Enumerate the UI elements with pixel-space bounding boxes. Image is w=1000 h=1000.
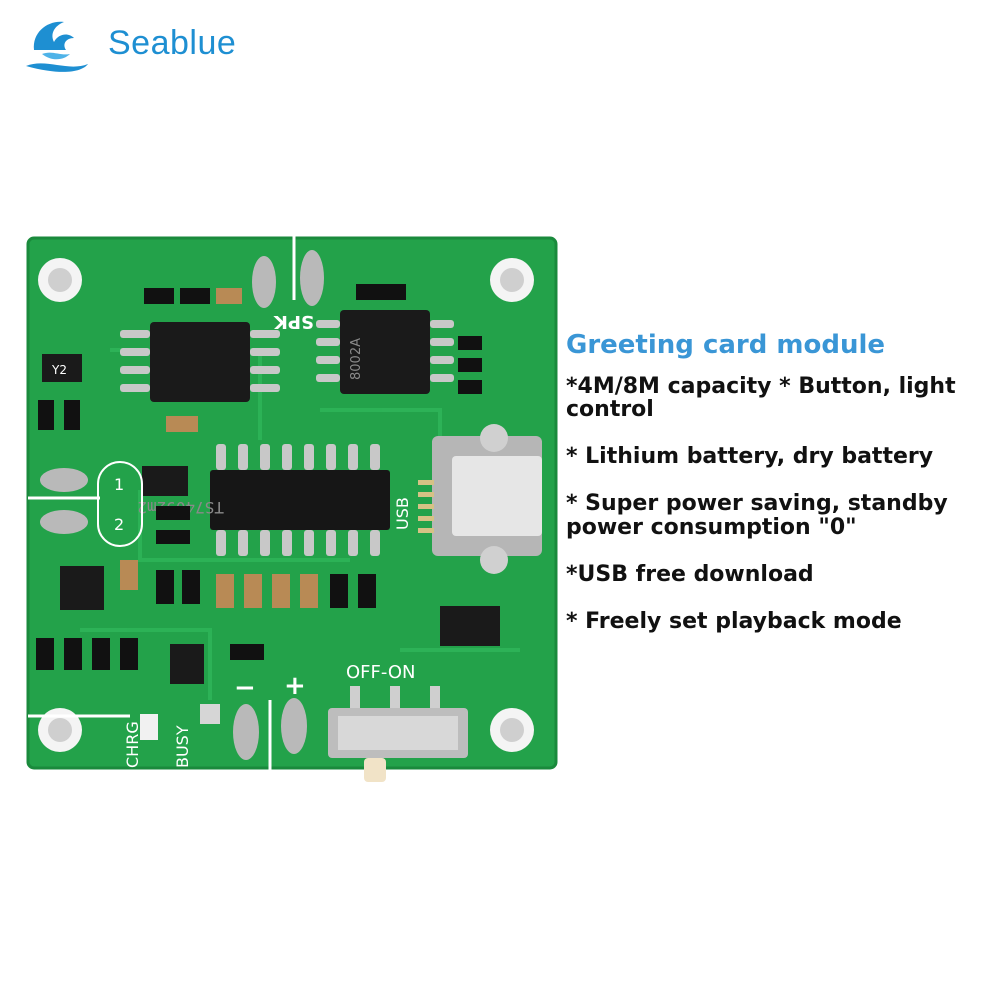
solder-pad [281,698,307,754]
switch-label: OFF-ON [346,662,416,683]
svg-text:Y2: Y2 [51,363,67,377]
smd-components [36,284,482,670]
chip-code-label: 8002A [349,338,364,380]
plus-label: + [284,671,306,701]
brand-name: Seablue [108,24,237,62]
ic-chip-8002a: 8002A [316,310,454,394]
transistor [440,606,500,646]
pcb-board-photo: SPK 8002A [20,230,565,790]
mounting-hole [38,258,82,302]
chrg-label: CHRG [123,721,142,768]
feature-item: * Lithium battery, dry battery [566,444,934,470]
solder-pad [40,510,88,534]
wave-logo-icon [26,21,88,72]
transistor [142,466,188,496]
feature-item: *USB free download [566,561,814,587]
usb-port [418,424,542,574]
solder-pad [200,704,220,724]
feature-item: *4M/8M capacity * Button, light control [566,374,956,423]
mounting-hole [38,708,82,752]
feature-list: *4M/8M capacity * Button, light control … [566,375,986,633]
feature-item: * Freely set playback mode [566,608,902,634]
transistor [60,566,104,610]
ic-chip-left [120,322,280,402]
usb-label: USB [393,497,412,530]
mounting-hole [490,258,534,302]
pad-1-label: 1 [114,475,124,494]
busy-label: BUSY [173,725,192,768]
product-title: Greeting card module [566,330,886,360]
spk-label: SPK [273,311,314,332]
solder-pad [300,250,324,306]
transistor [170,644,204,684]
pad-2-label: 2 [114,515,124,534]
solder-pad [233,704,259,760]
solder-pad [252,256,276,308]
led-indicator [140,714,158,740]
mounting-hole [490,708,534,752]
solder-pad [40,468,88,492]
feature-item: * Super power saving, standby power cons… [566,491,948,540]
brand-logo: Seablue [22,10,242,80]
minus-label: − [234,673,256,703]
power-switch [328,686,468,782]
product-description: Greeting card module *4M/8M capacity * B… [566,330,986,657]
transistor: Y2 [42,354,82,382]
